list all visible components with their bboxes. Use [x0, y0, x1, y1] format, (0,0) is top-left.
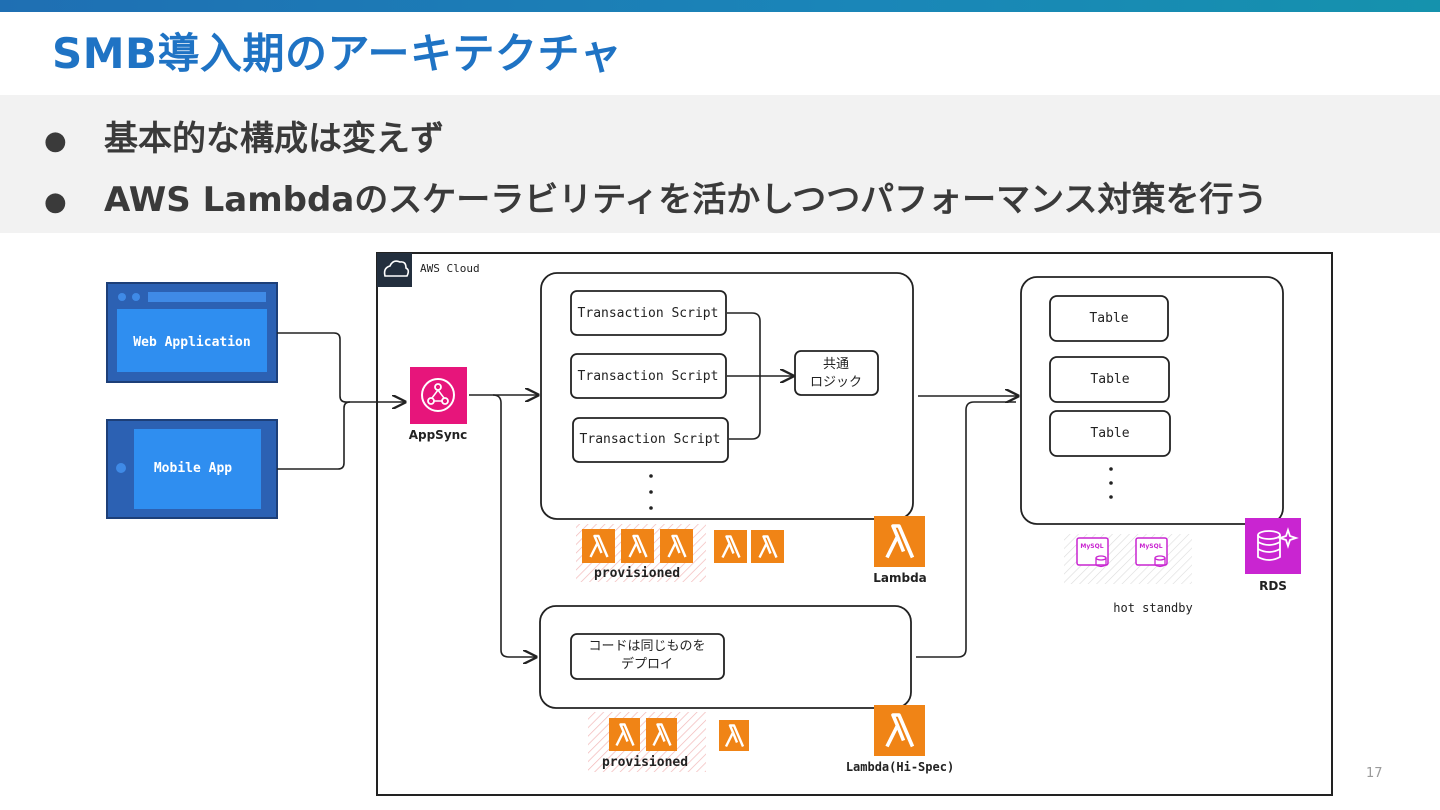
bullet-text: 基本的な構成は変えず [104, 119, 444, 159]
web-application-client: Web Application [106, 282, 278, 383]
bullet-text: AWS Lambdaのスケーラビリティを活かしつつパフォーマンス対策を行う [104, 180, 1268, 220]
mobile-app-client: Mobile App [106, 419, 278, 519]
client-connectors [277, 332, 405, 470]
transaction-script-label: Transaction Script [578, 306, 719, 321]
appsync-icon [421, 378, 455, 412]
cloud-icon [383, 260, 410, 277]
lambda-hispec-service: Lambda(Hi-Spec) [846, 705, 954, 774]
page-number: 17 [1366, 766, 1383, 781]
hispec-code-label: コードは同じものを [588, 639, 705, 654]
mysql-label: MySQL [1080, 543, 1103, 550]
aws-cloud-label: AWS Cloud [420, 262, 480, 275]
lambda-service: Lambda [873, 516, 927, 585]
architecture-diagram: Web Application Mobile App AWS Cloud App… [106, 252, 1333, 796]
database-icon [1257, 527, 1299, 561]
bullet-dot-icon: ● [44, 125, 67, 156]
appsync-service: AppSync [409, 367, 468, 442]
bullet-panel: ● 基本的な構成は変えず ● AWS Lambdaのスケーラビリティを活かしつつパフ… [0, 95, 1440, 233]
hot-standby-label: hot standby [1113, 601, 1192, 615]
provisioned-label: provisioned [594, 566, 680, 581]
aws-cloud-boundary: AWS Cloud [376, 252, 1333, 796]
common-logic-label: 共通 [823, 357, 849, 372]
appsync-connectors [469, 395, 538, 657]
hispec-code-label: デプロイ [621, 656, 673, 672]
rds-service: RDS [1245, 518, 1301, 593]
provisioned-concurrency: provisioned [576, 524, 784, 582]
table-label: Table [1090, 426, 1129, 441]
hot-standby-instances: MySQL MySQL hot standby [1064, 534, 1193, 615]
mysql-label: MySQL [1139, 543, 1162, 550]
rds-label: RDS [1259, 579, 1287, 593]
provisioned-label: provisioned [602, 755, 688, 770]
lambda-label: Lambda [873, 571, 927, 585]
transaction-script-label: Transaction Script [578, 369, 719, 384]
provisioned-concurrency: provisioned [588, 712, 749, 772]
lambda-hispec-label: Lambda(Hi-Spec) [846, 760, 954, 774]
common-logic-label: ロジック [810, 375, 862, 390]
table-label: Table [1089, 311, 1128, 326]
bullet-item: ● 基本的な構成は変えず [44, 111, 444, 160]
database-connectors [916, 396, 1018, 658]
top-accent-bar [0, 0, 1440, 12]
web-application-label: Web Application [133, 335, 250, 350]
table-label: Table [1090, 372, 1129, 387]
lambda-hispec-group: コードは同じものを デプロイ [539, 605, 912, 709]
slide-title: SMB導入期のアーキテクチャ [52, 29, 623, 78]
bullet-item: ● AWS Lambdaのスケーラビリティを活かしつつパフォーマンス対策を行う [44, 172, 1268, 221]
bullet-dot-icon: ● [44, 186, 67, 217]
rds-table-group: Table Table Table [1020, 276, 1284, 525]
mysql-icon: MySQL [1076, 537, 1109, 568]
mysql-icon: MySQL [1135, 537, 1168, 568]
mobile-app-label: Mobile App [154, 461, 232, 476]
transaction-script-label: Transaction Script [580, 432, 721, 447]
lambda-function-group: Transaction Script Transaction Script Tr… [540, 272, 914, 520]
appsync-label: AppSync [409, 428, 468, 442]
